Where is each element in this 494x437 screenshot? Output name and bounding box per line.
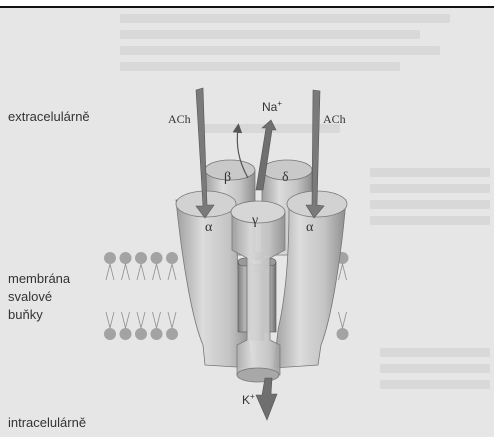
intracellular-label: intracelulárně <box>8 414 86 432</box>
lipid-tail <box>137 264 145 280</box>
lipid-head <box>337 328 349 340</box>
beta-label: β <box>224 170 231 185</box>
lipid-tail <box>106 312 114 328</box>
extracellular-label: extracelulárně <box>8 108 90 126</box>
lipid-tail <box>339 312 347 328</box>
lipid-tail <box>137 312 145 328</box>
membrane-label-line2: svalové <box>8 288 52 306</box>
delta-label: δ <box>282 170 289 185</box>
lipid-head <box>104 252 116 264</box>
lipid-head <box>135 328 147 340</box>
lipid-tail <box>122 264 130 280</box>
alpha-left-label: α <box>205 220 213 235</box>
lipid-tail <box>153 264 161 280</box>
membrane-label-line1: membrána <box>8 270 70 288</box>
lipid-tail <box>122 312 130 328</box>
ach-label-right: ACh <box>323 112 346 126</box>
lipid-tail <box>168 312 176 328</box>
lipid-tail <box>339 264 347 280</box>
na-label: Na+ <box>262 99 282 114</box>
ach-label-left: ACh <box>168 112 191 126</box>
lipid-head <box>120 252 132 264</box>
k-label: K+ <box>242 392 255 407</box>
lipid-head <box>151 328 163 340</box>
lipid-head <box>151 252 163 264</box>
gamma-label: γ <box>251 213 258 228</box>
alpha-right-label: α <box>306 220 314 235</box>
lipid-tail <box>106 264 114 280</box>
lipid-head <box>104 328 116 340</box>
lipid-tail <box>168 264 176 280</box>
lipid-head <box>135 252 147 264</box>
lipid-head <box>120 328 132 340</box>
lipid-tail <box>153 312 161 328</box>
lipid-head <box>166 328 178 340</box>
lipid-head <box>166 252 178 264</box>
membrane-label-line3: buňky <box>8 306 43 324</box>
